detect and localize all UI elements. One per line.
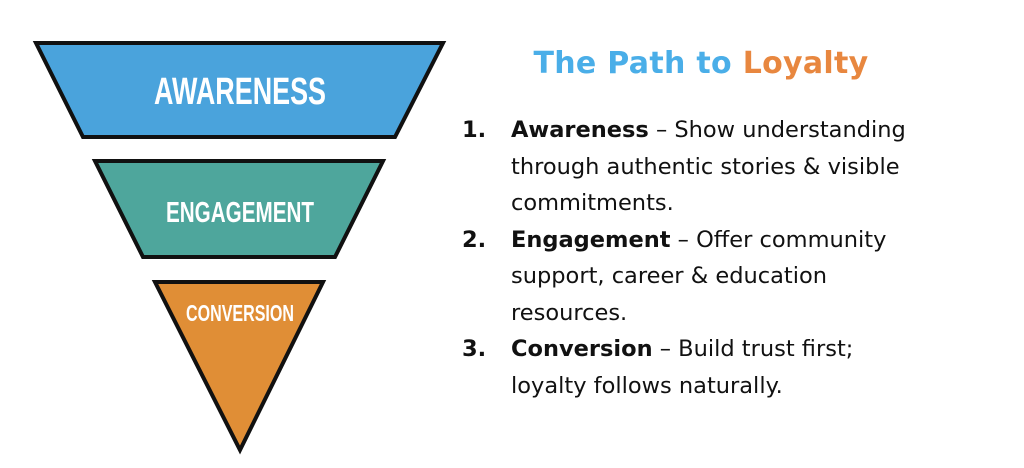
step-text: – Show understanding [648,117,906,143]
step-term: Awareness [511,117,649,143]
step-text: – Offer community [670,226,887,253]
title-part-1: The Path to [533,46,732,81]
step-text: – Build trust first; [652,336,854,362]
funnel-stage-engagement [91,159,387,259]
list-item: 1. Awareness – Show understanding through … [462,112,1022,222]
step-text: resources. [511,299,628,326]
funnel-label-awareness: AWARENESS [154,71,326,113]
funnel-stage-awareness [32,41,447,139]
step-text: loyalty follows naturally. [511,372,783,399]
step-term: Conversion [511,336,653,362]
page-title: The Path to Loyalty [450,46,952,81]
step-number: 1. [462,117,487,143]
funnel-diagram: AWARENESS ENGAGEMENT CONVERSION [32,41,447,455]
step-number: 2. [462,226,487,253]
funnel-label-conversion: CONVERSION [186,300,294,326]
title-part-2: Loyalty [742,46,869,81]
step-text: commitments. [511,190,674,216]
funnel-label-engagement: ENGAGEMENT [166,197,314,229]
step-term: Engagement [511,226,671,253]
step-number: 3. [462,336,487,362]
steps-list: 1. Awareness – Show understanding through … [462,112,1022,404]
list-item: 2. Engagement – Offer community support, c… [462,222,1022,332]
step-text: through authentic stories & visible [511,153,900,180]
funnel-stage-conversion [151,280,327,455]
list-item: 3. Conversion – Build trust first; loyalty… [462,331,1022,404]
step-text: support, career & education [511,263,828,289]
